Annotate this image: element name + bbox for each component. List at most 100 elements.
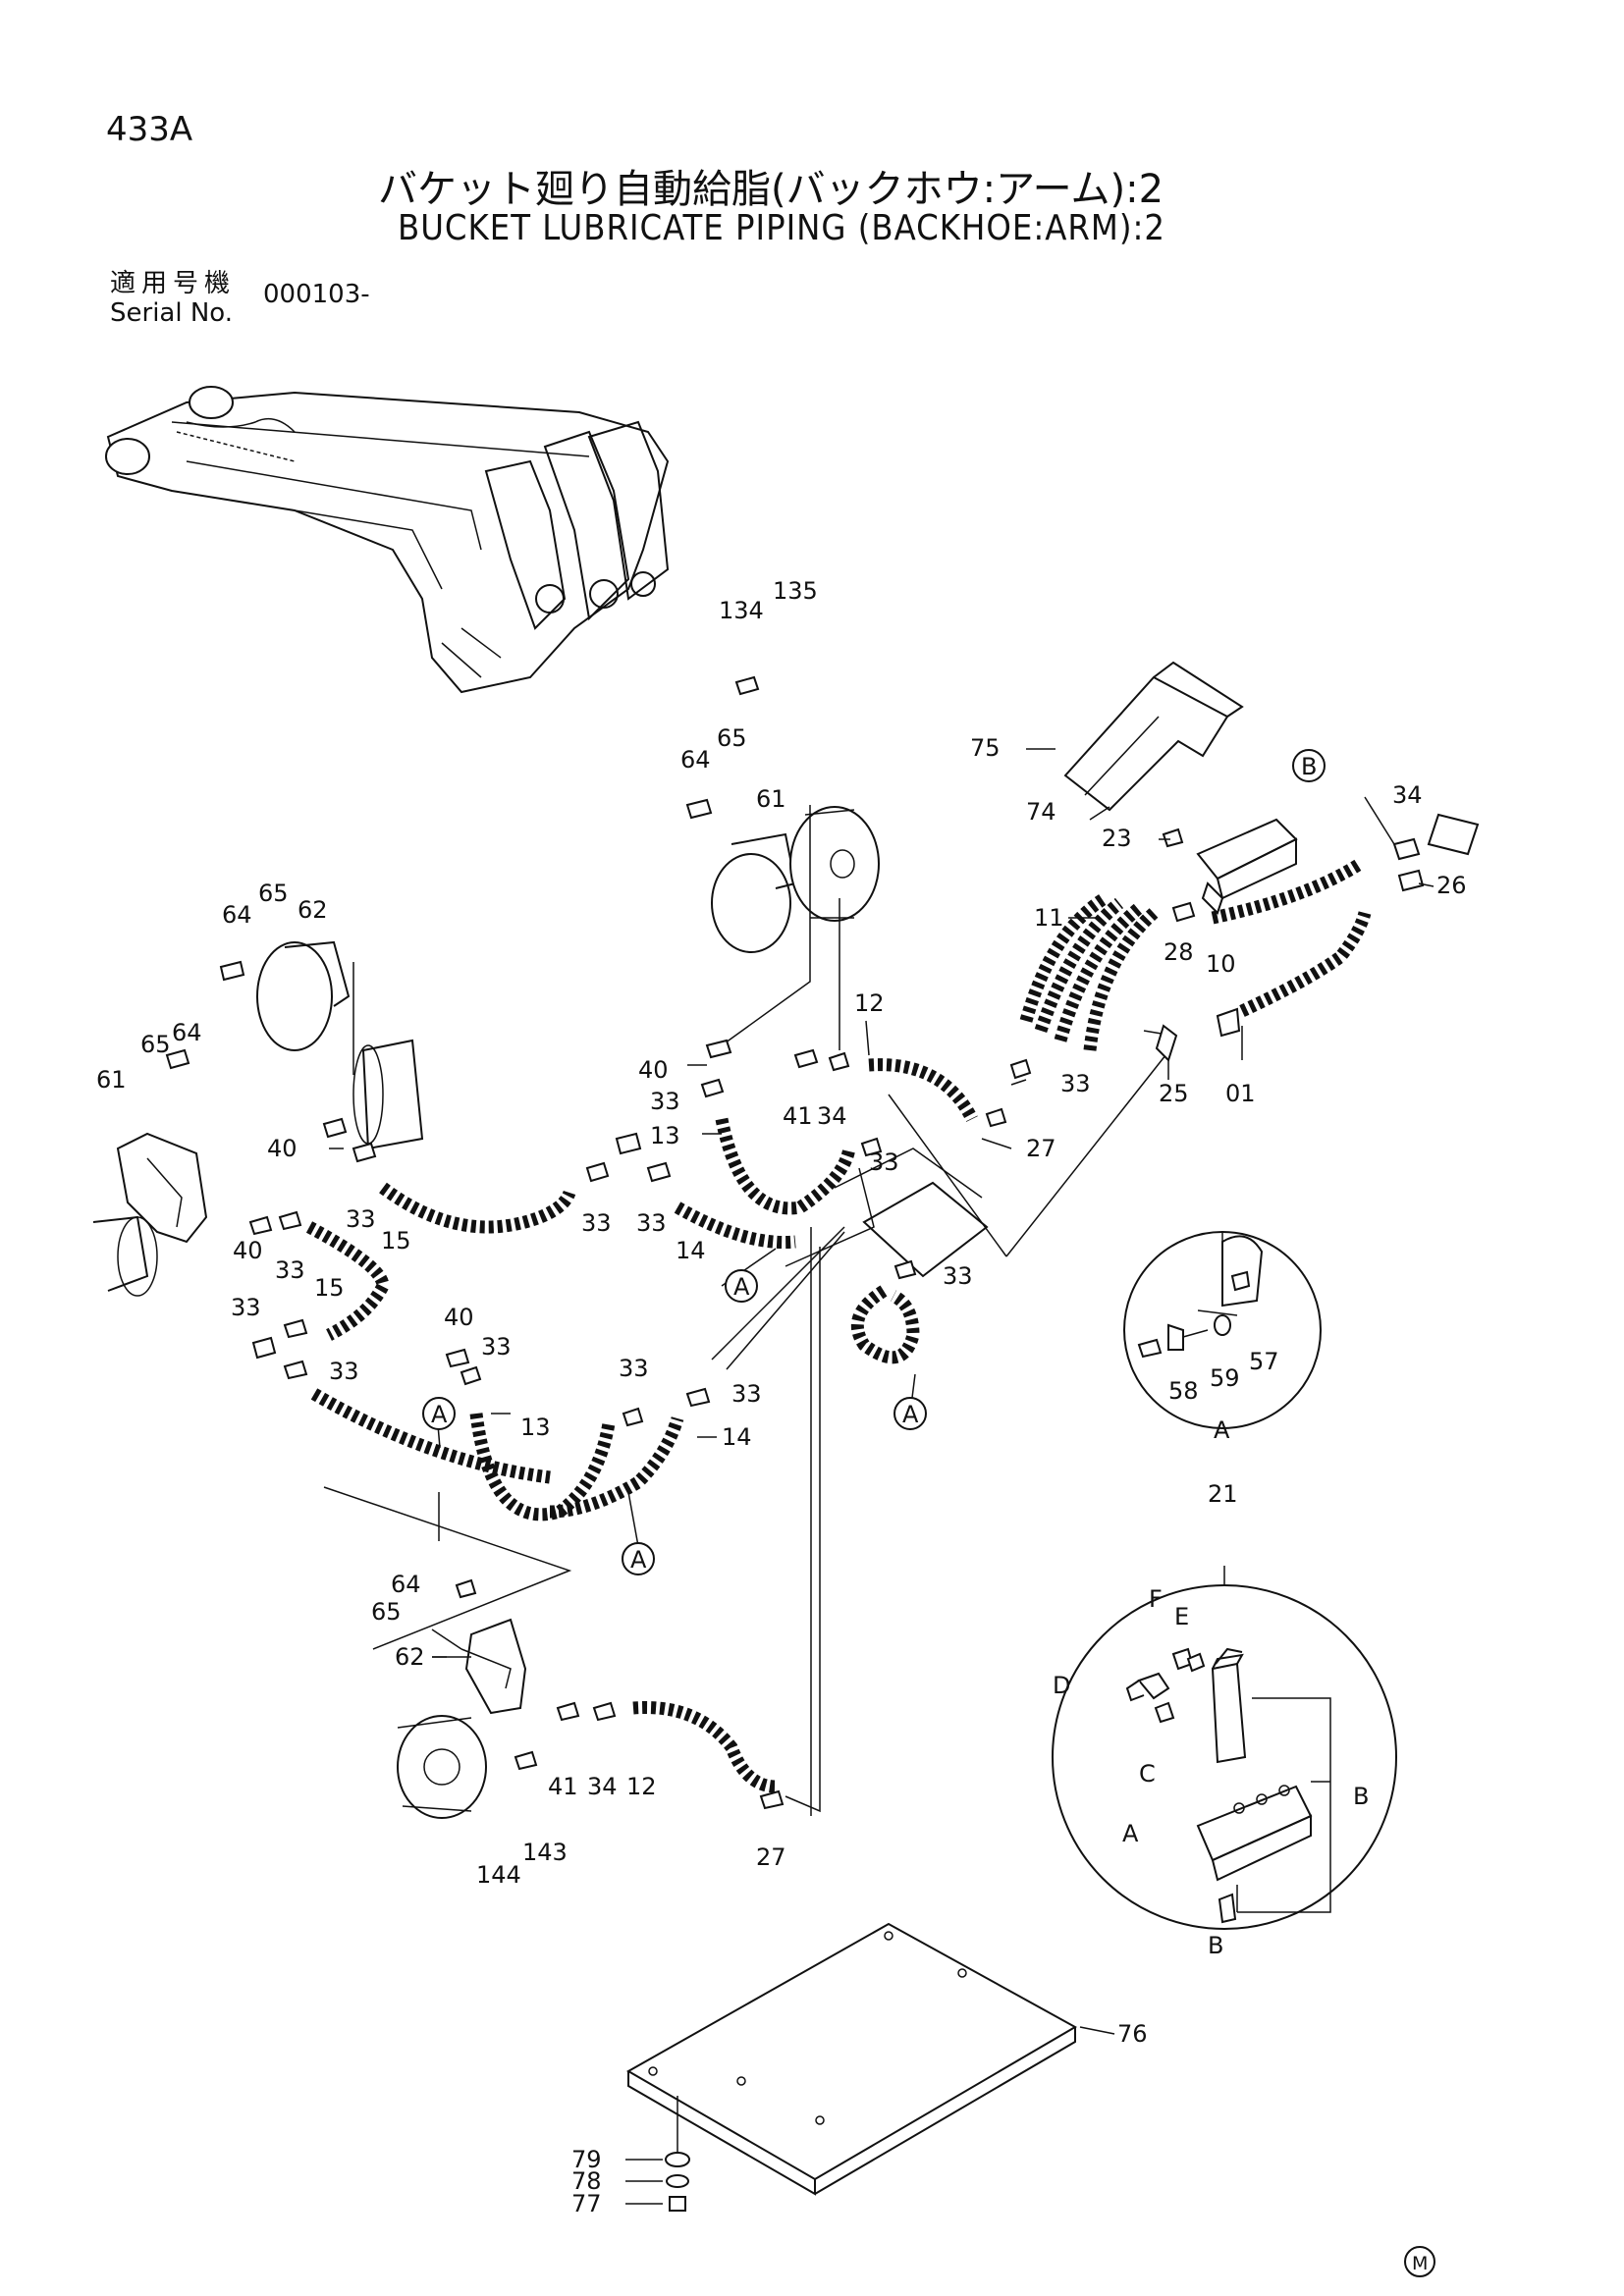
callout-14: 14 bbox=[676, 1237, 706, 1264]
callout-labels: 134 135 64 65 61 64 65 62 65 64 61 75 74… bbox=[96, 577, 1467, 2277]
callout-23: 23 bbox=[1102, 825, 1132, 852]
callout-143: 143 bbox=[522, 1839, 568, 1866]
callout-57: 57 bbox=[1249, 1348, 1279, 1375]
callout-A: A bbox=[733, 1273, 750, 1301]
detail-a-circle bbox=[1123, 1231, 1322, 1429]
callout-34: 34 bbox=[587, 1773, 618, 1800]
callout-15: 15 bbox=[381, 1227, 411, 1255]
callout-65: 65 bbox=[371, 1598, 402, 1626]
base-plate-76 bbox=[625, 1922, 1078, 2212]
guard-plate-61-upper bbox=[711, 806, 880, 953]
title-english: BUCKET LUBRICATE PIPING (BACKHOE:ARM):2 bbox=[398, 208, 1165, 248]
detail-21-circle bbox=[1052, 1566, 1397, 1930]
callout-61: 61 bbox=[96, 1066, 127, 1094]
detail-label-F: F bbox=[1149, 1585, 1163, 1613]
callout-33: 33 bbox=[275, 1256, 305, 1284]
callout-a-circle bbox=[622, 1542, 655, 1575]
leader-lines bbox=[329, 748, 1435, 2205]
callout-76: 76 bbox=[1117, 2020, 1148, 2048]
callout-77: 77 bbox=[571, 2190, 602, 2217]
callout-74: 74 bbox=[1026, 798, 1056, 826]
guard-plate-61-left bbox=[92, 1132, 208, 1297]
cover-74 bbox=[1063, 661, 1244, 812]
detail-label-C: C bbox=[1139, 1760, 1156, 1788]
callout-b-circle bbox=[1292, 749, 1326, 782]
callout-12: 12 bbox=[626, 1773, 657, 1800]
callout-58: 58 bbox=[1168, 1377, 1199, 1405]
serial-label-japanese: 適用号機 bbox=[110, 269, 237, 298]
callout-10: 10 bbox=[1206, 950, 1236, 978]
callout-13: 13 bbox=[650, 1122, 680, 1149]
callout-64: 64 bbox=[391, 1571, 421, 1598]
callout-33: 33 bbox=[636, 1209, 667, 1237]
callout-21: 21 bbox=[1208, 1480, 1238, 1508]
guard-plate-62-lower bbox=[397, 1618, 527, 1819]
callout-33: 33 bbox=[581, 1209, 612, 1237]
callout-12: 12 bbox=[854, 989, 885, 1017]
serial-value: 000103- bbox=[263, 280, 370, 309]
callout-40: 40 bbox=[233, 1237, 263, 1264]
callout-33: 33 bbox=[346, 1205, 376, 1233]
callout-13: 13 bbox=[520, 1414, 551, 1441]
callout-11: 11 bbox=[1034, 904, 1064, 932]
callout-40: 40 bbox=[638, 1056, 669, 1084]
callout-a-circle bbox=[422, 1397, 456, 1430]
callout-A: A bbox=[902, 1401, 919, 1428]
callout-27: 27 bbox=[756, 1843, 786, 1871]
callout-33: 33 bbox=[329, 1358, 359, 1385]
guard-plate-62-upper bbox=[256, 940, 424, 1150]
detail-A-label: A bbox=[1214, 1416, 1230, 1444]
callout-34: 34 bbox=[1392, 781, 1423, 809]
callout-75: 75 bbox=[970, 734, 1001, 762]
callout-01: 01 bbox=[1225, 1080, 1256, 1107]
callout-61: 61 bbox=[756, 785, 786, 813]
callout-135: 135 bbox=[773, 577, 818, 605]
callout-41: 41 bbox=[548, 1773, 578, 1800]
callout-A: A bbox=[431, 1401, 448, 1428]
callout-65: 65 bbox=[717, 724, 747, 752]
callout-62: 62 bbox=[298, 896, 328, 924]
pipe-lines bbox=[323, 805, 1174, 1816]
detail-label-A: A bbox=[1122, 1820, 1139, 1847]
detail-label-B: B bbox=[1208, 1932, 1223, 1959]
callout-78: 78 bbox=[571, 2167, 602, 2195]
distribution-block bbox=[1196, 818, 1298, 915]
callout-33: 33 bbox=[1060, 1070, 1091, 1097]
callout-64: 64 bbox=[680, 746, 711, 774]
callout-64: 64 bbox=[172, 1019, 202, 1046]
callout-144: 144 bbox=[476, 1861, 521, 1889]
callout-33: 33 bbox=[731, 1380, 762, 1408]
callout-a-circle bbox=[893, 1397, 927, 1430]
callout-26: 26 bbox=[1436, 872, 1467, 899]
callout-34: 34 bbox=[817, 1102, 847, 1130]
title-japanese: バケット廻り自動給脂(バックホウ:アーム):2 bbox=[378, 167, 1164, 212]
callout-A: A bbox=[630, 1546, 647, 1574]
callout-33: 33 bbox=[231, 1294, 261, 1321]
manufacturer-mark-circle bbox=[1404, 2246, 1435, 2277]
detail-label-D: D bbox=[1053, 1672, 1070, 1699]
callout-33: 33 bbox=[943, 1262, 973, 1290]
callout-40: 40 bbox=[444, 1304, 474, 1331]
page-code: 433A bbox=[106, 110, 193, 149]
serial-label-english: Serial No. bbox=[110, 298, 233, 328]
callout-14: 14 bbox=[722, 1423, 752, 1451]
callout-64: 64 bbox=[222, 901, 252, 929]
detail-label-E: E bbox=[1174, 1603, 1189, 1630]
callout-B: B bbox=[1301, 753, 1317, 780]
callout-134: 134 bbox=[719, 597, 764, 624]
callout-33: 33 bbox=[869, 1148, 899, 1176]
callout-33: 33 bbox=[481, 1333, 512, 1361]
callout-65: 65 bbox=[258, 880, 289, 907]
callout-79: 79 bbox=[571, 2146, 602, 2173]
callout-59: 59 bbox=[1210, 1364, 1240, 1392]
callout-a-circle bbox=[725, 1269, 758, 1303]
arm-structure bbox=[105, 386, 670, 694]
callout-27: 27 bbox=[1026, 1135, 1056, 1162]
callout-40: 40 bbox=[267, 1135, 298, 1162]
callout-28: 28 bbox=[1164, 938, 1194, 966]
callout-33: 33 bbox=[619, 1355, 649, 1382]
manufacturer-mark: M bbox=[1412, 2253, 1428, 2274]
detail-label-B: B bbox=[1353, 1783, 1369, 1810]
hose-group bbox=[305, 858, 1372, 1793]
